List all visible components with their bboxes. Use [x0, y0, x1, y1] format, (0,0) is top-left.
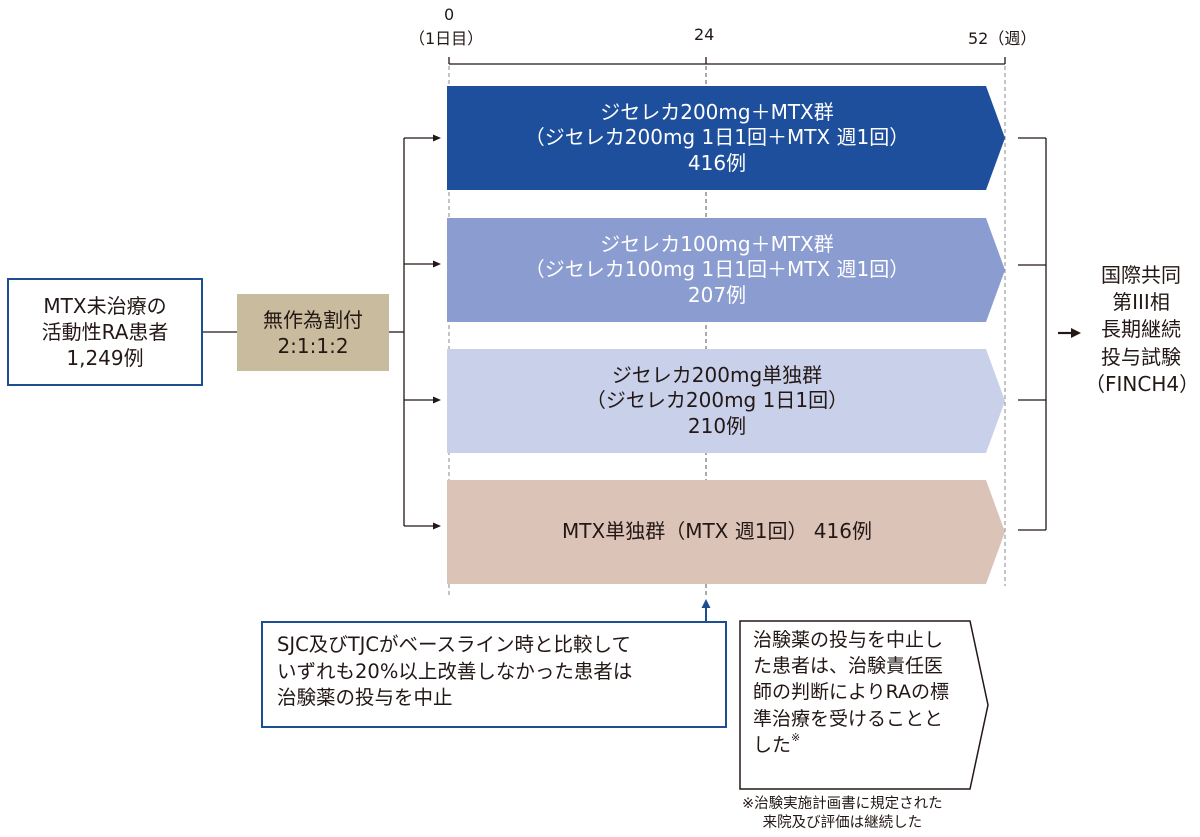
arm-2-label: ジセレカ100mg＋MTX群 （ジセレカ100mg 1日1回＋MTX 週1回） …: [447, 218, 987, 322]
arm-4-name: MTX単独群（MTX 週1回） 416例: [562, 519, 872, 544]
continuation-line-5: した※: [753, 730, 801, 756]
arm-4-shape: [447, 480, 1005, 584]
arm-1-shape: [447, 86, 1005, 190]
arm-2-regimen: （ジセレカ100mg 1日1回＋MTX 週1回）: [524, 257, 910, 282]
arm-1-count: 416例: [687, 150, 747, 175]
discontinuation-line-1: SJC及びTJCがベースライン時と比較して: [277, 633, 631, 656]
footnote-line-1: ※治験実施計画書に規定された: [742, 796, 943, 812]
arm-1-regimen: （ジセレカ200mg 1日1回＋MTX 週1回）: [524, 125, 910, 150]
arm-3-shape: [447, 349, 1005, 453]
arm-3-regimen: （ジセレカ200mg 1日1回）: [585, 388, 849, 413]
extension-arrow: [1058, 328, 1081, 338]
extension-study-label: 国際共同 第III相 長期継続 投与試験 （FINCH4）: [1085, 262, 1200, 398]
patient-population-box: MTX未治療の 活動性RA患者 1,249例: [7, 278, 203, 386]
arm-3-name: ジセレカ200mg単独群: [611, 362, 823, 387]
discontinuation-line-2: いずれも20%以上改善しなかった患者は: [277, 659, 633, 683]
extension-line-5: （FINCH4）: [1085, 371, 1200, 396]
randomization-line-1: 無作為割付: [263, 307, 363, 332]
randomization-box: 無作為割付 2:1:1:2: [237, 294, 389, 371]
discontinuation-line-3: 治験薬の投与を中止: [277, 686, 453, 710]
extension-bracket: [1018, 137, 1047, 531]
arm-1-label: ジセレカ200mg＋MTX群 （ジセレカ200mg 1日1回＋MTX 週1回） …: [447, 86, 987, 190]
extension-line-2: 第III相: [1112, 290, 1170, 315]
arm-3-count: 210例: [687, 413, 747, 438]
footnote-mark: ※: [791, 730, 801, 744]
continuation-shape: [739, 620, 989, 790]
arm-1-name: ジセレカ200mg＋MTX群: [600, 99, 834, 124]
continuation-line-2: た患者は、治験責任医: [753, 655, 944, 678]
arm-2-count: 207例: [687, 282, 747, 307]
footnote: ※治験実施計画書に規定された 来院及び評価は継続した: [742, 795, 943, 833]
timeline-label-0: 0: [444, 5, 455, 24]
arm-4-label: MTX単独群（MTX 週1回） 416例: [447, 480, 987, 584]
timeline-label-24: 24: [694, 25, 715, 44]
discontinuation-note: SJC及びTJCがベースライン時と比較して いずれも20%以上改善しなかった患者…: [261, 621, 727, 728]
randomization-line-2: 2:1:1:2: [277, 333, 349, 358]
continuation-note: 治験薬の投与を中止し た患者は、治験責任医 師の判断によりRAの標 準治療を受け…: [753, 627, 949, 758]
continuation-line-3: 師の判断によりRAの標: [753, 681, 950, 704]
patient-line-3: 1,249例: [66, 346, 144, 370]
continuation-line-1: 治験薬の投与を中止し: [753, 629, 944, 651]
arm-3-label: ジセレカ200mg単独群 （ジセレカ200mg 1日1回） 210例: [447, 349, 987, 453]
patient-line-1: MTX未治療の: [43, 294, 167, 318]
week24-arrow: [701, 599, 711, 621]
continuation-line-4: 準治療を受けることと: [753, 707, 944, 730]
arm-arrows: [404, 134, 441, 530]
extension-line-3: 長期継続: [1101, 317, 1181, 342]
arm-2-shape: [447, 218, 1005, 322]
timeline-label-day1: （1日目）: [409, 29, 484, 48]
timeline-label-52: 52（週）: [968, 29, 1037, 48]
patient-line-2: 活動性RA患者: [41, 320, 169, 344]
extension-line-1: 国際共同: [1101, 263, 1181, 287]
extension-line-4: 投与試験: [1101, 344, 1181, 369]
arm-2-name: ジセレカ100mg＋MTX群: [600, 231, 834, 256]
footnote-line-2: 来院及び評価は継続した: [762, 814, 923, 831]
